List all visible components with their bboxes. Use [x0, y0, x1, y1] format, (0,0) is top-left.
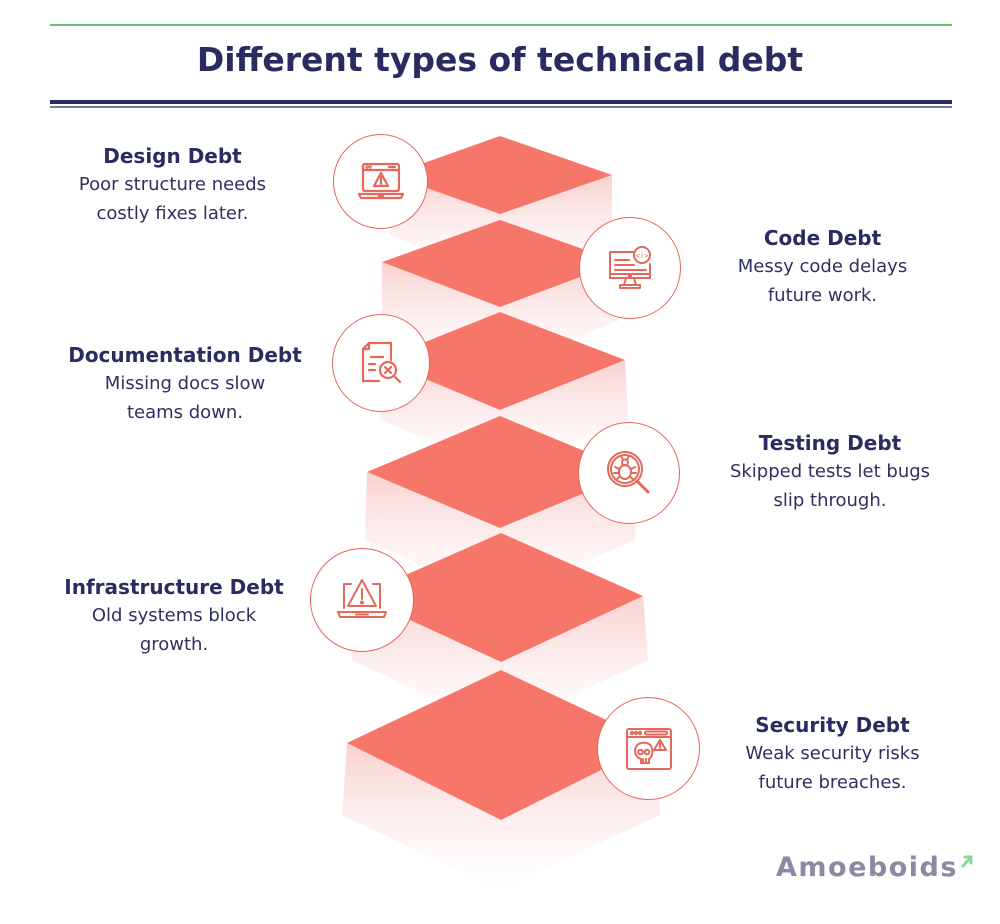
laptop-alert-icon [337, 579, 387, 618]
item-title: Design Debt [103, 144, 242, 168]
browser-skull-warning-icon [625, 727, 672, 770]
title-underline-thin [50, 106, 952, 108]
infrastructure-debt-label: Infrastructure Debt Old systems block gr… [40, 573, 308, 659]
infrastructure-debt-icon-circle [310, 548, 414, 652]
diamond-6 [347, 670, 655, 820]
amoeboids-logo: Amoeboids [776, 852, 974, 883]
diamond-1 [390, 136, 612, 214]
logo-text: Amoeboids [776, 852, 958, 883]
item-title: Documentation Debt [68, 343, 302, 367]
item-description: Poor structure needs costly fixes later. [78, 174, 267, 224]
item-title: Testing Debt [758, 431, 902, 455]
item-title: Code Debt [763, 226, 882, 250]
diamond-5-extrusion [352, 596, 648, 730]
design-debt-label: Design Debt Poor structure needs costly … [40, 142, 305, 228]
title-underline-thick [50, 100, 952, 104]
diamond-3 [380, 312, 625, 410]
diamond-5 [358, 533, 643, 662]
item-title: Infrastructure Debt [64, 575, 284, 599]
item-description: Skipped tests let bugs slip through. [729, 461, 931, 511]
item-description: Old systems block growth. [91, 605, 257, 655]
item-description: Missing docs slow teams down. [104, 373, 266, 423]
diamond-4 [367, 416, 635, 528]
documentation-debt-label: Documentation Debt Missing docs slow tea… [40, 341, 330, 427]
top-accent-rule [50, 24, 952, 26]
logo-arrow-icon [961, 855, 973, 868]
diamond-2 [382, 220, 620, 307]
security-debt-label: Security Debt Weak security risks future… [715, 711, 950, 797]
monitor-code-icon: <!> [609, 246, 651, 289]
code-debt-label: Code Debt Messy code delays future work. [690, 224, 955, 310]
testing-debt-label: Testing Debt Skipped tests let bugs slip… [700, 429, 960, 515]
security-debt-icon-circle [597, 697, 700, 800]
testing-debt-icon-circle [578, 422, 680, 524]
item-description: Messy code delays future work. [737, 256, 908, 306]
bug-magnifier-icon [607, 451, 650, 494]
documentation-debt-icon-circle [332, 314, 430, 412]
svg-text:<!>: <!> [636, 252, 649, 260]
laptop-warning-icon [357, 162, 404, 199]
item-title: Security Debt [755, 713, 910, 737]
document-search-error-icon [361, 341, 402, 384]
code-debt-icon-circle: <!> [579, 217, 681, 319]
page-title: Different types of technical debt [196, 40, 804, 79]
design-debt-icon-circle [333, 134, 428, 229]
item-description: Weak security risks future breaches. [745, 743, 920, 793]
